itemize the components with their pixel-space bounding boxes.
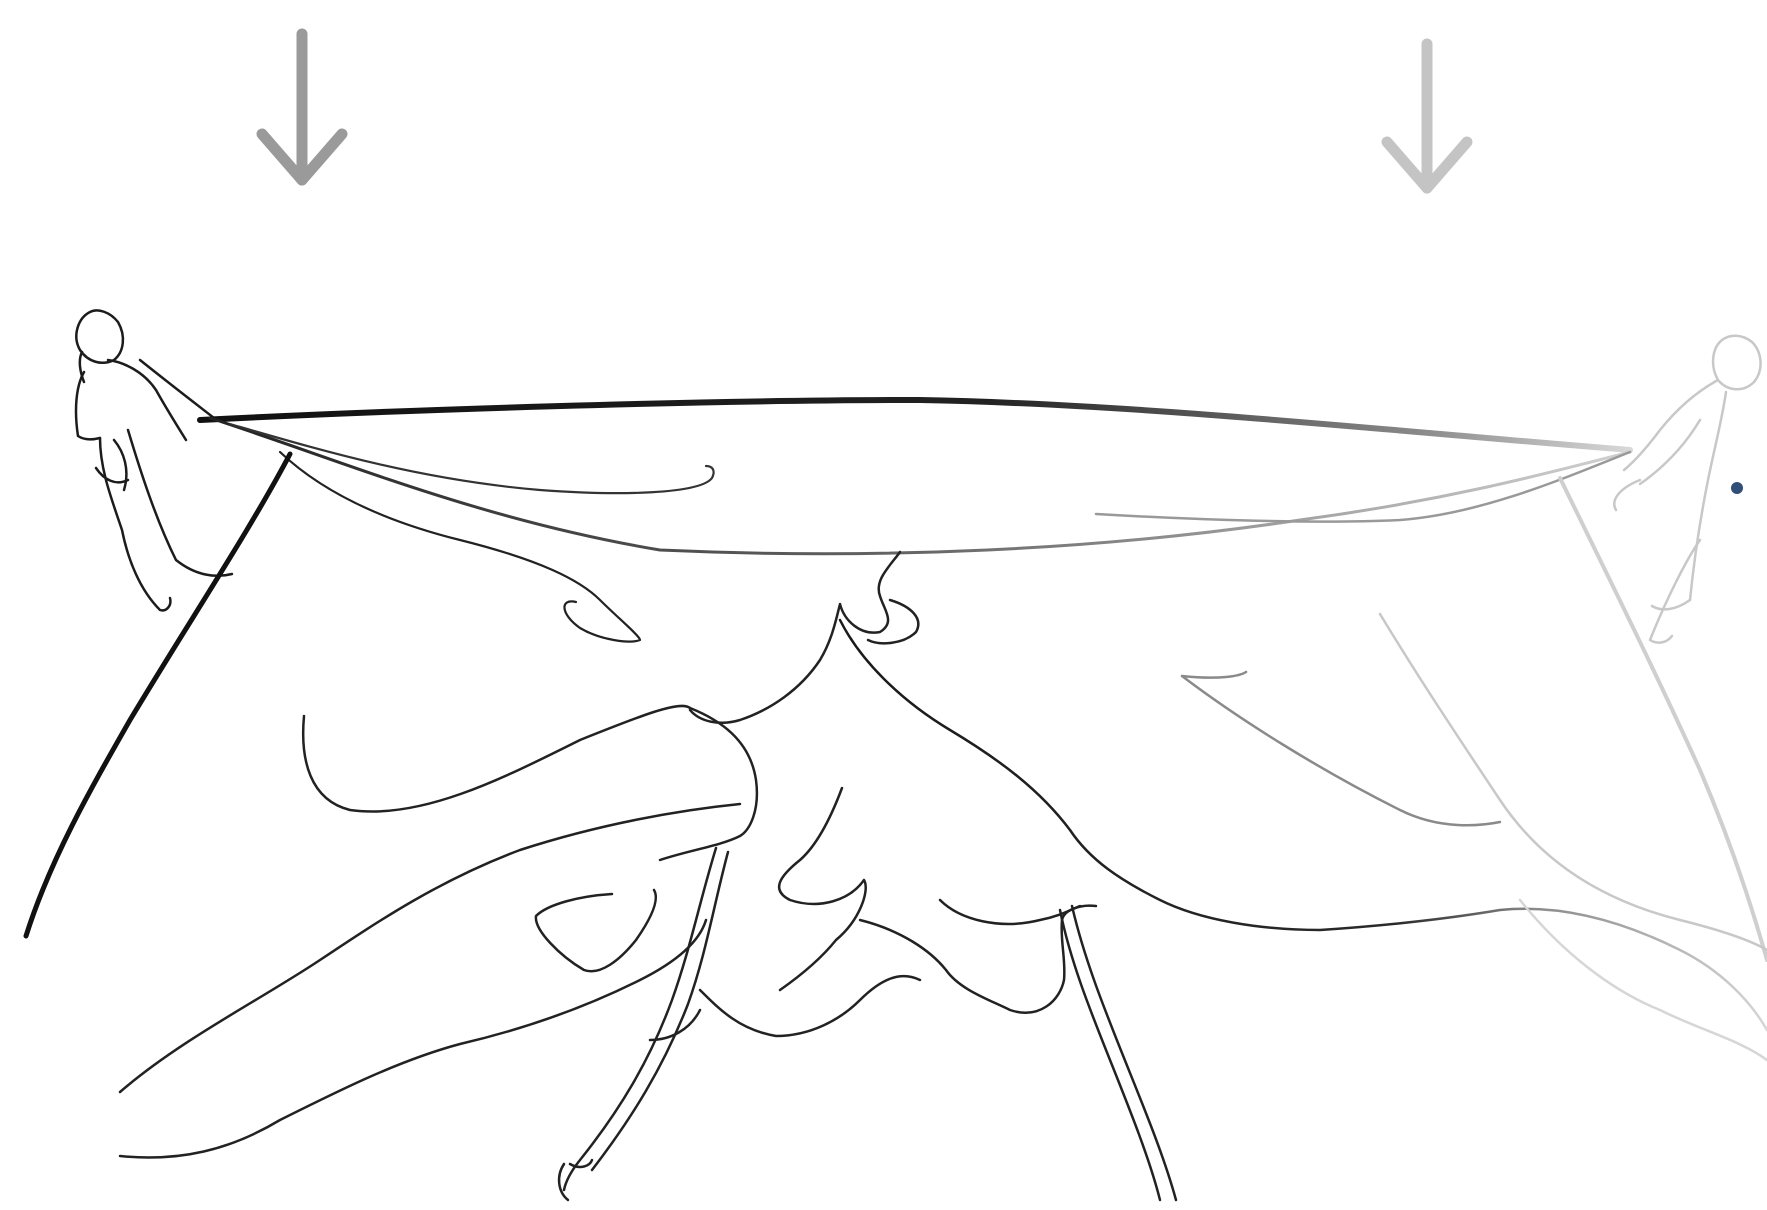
person-left [76,310,232,610]
rope-strand-1 [230,424,714,493]
pole-foot-left [559,1160,592,1200]
person-icon [76,310,232,610]
arrow-down-icon [1387,44,1467,188]
bullet-dot [1731,482,1743,494]
pole-left-2 [592,852,728,1170]
anchor-line-left [26,454,290,936]
central-plume [690,552,900,723]
terrain-ridge-4 [120,920,706,1158]
arrow-down-icon [262,34,342,180]
anchor-line-right [1560,478,1767,960]
central-plume-right [868,600,918,643]
crevasse-3 [860,906,1096,1013]
down-arrow-left [262,34,342,180]
terrain-ridge-5 [840,620,1767,1030]
crevasse-2 [536,890,656,971]
crevasse-1 [779,788,866,990]
terrain-ridge-7 [1380,614,1767,950]
terrain-ridge-6 [1182,672,1500,825]
terrain-ridge-2 [660,708,757,860]
terrain-ridge-8 [1520,900,1767,1060]
pole-right-2 [1072,906,1176,1200]
terrain-ridge-3 [120,804,740,1092]
down-arrow-right [1387,44,1467,188]
crevasse-4 [700,976,920,1036]
pole-right-1 [1060,910,1160,1200]
crevasse-5 [940,900,1080,924]
rope-top [200,400,1630,450]
terrain-ridge-1 [303,706,690,812]
rope-lower [210,418,1630,554]
